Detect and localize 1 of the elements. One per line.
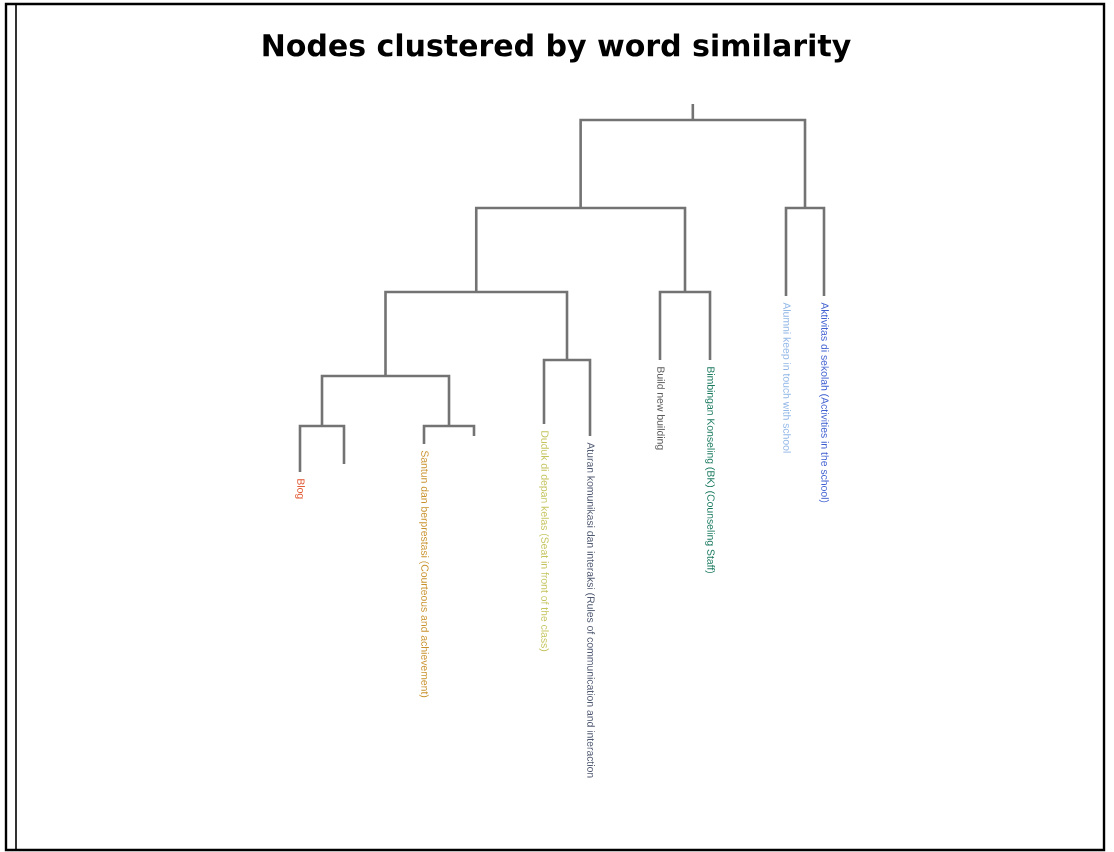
title: Nodes clustered by word similarity <box>263 33 851 63</box>
